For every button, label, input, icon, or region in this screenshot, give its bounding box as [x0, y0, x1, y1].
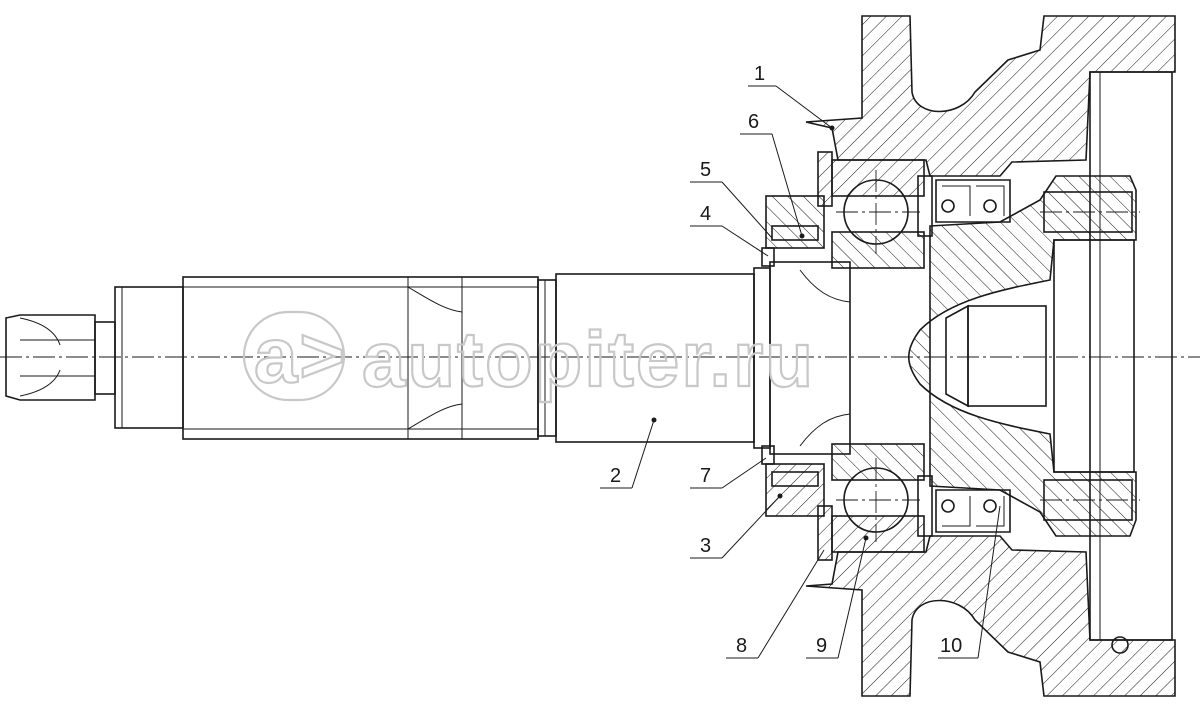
- watermark-text: autopiter.ru: [362, 315, 815, 403]
- bearing-upper: [831, 159, 933, 269]
- callout-3: 3: [700, 535, 711, 557]
- callout-labels: 1 2 3 4 5 6 7 8 9 10: [610, 63, 962, 657]
- watermark: a> autopiter.ru: [242, 310, 815, 404]
- callout-6: 6: [748, 111, 759, 133]
- leader-lines: [600, 85, 1001, 659]
- seals: [935, 179, 1011, 533]
- callout-2: 2: [610, 465, 621, 487]
- watermark-logo: a>: [254, 311, 347, 399]
- housing: [805, 15, 1176, 697]
- callout-8: 8: [736, 635, 747, 657]
- callout-10: 10: [940, 635, 962, 657]
- callout-7: 7: [700, 465, 711, 487]
- callout-4: 4: [700, 203, 711, 225]
- bearing-lower: [831, 443, 933, 553]
- callout-9: 9: [816, 635, 827, 657]
- retaining-nut: [761, 151, 833, 561]
- callout-5: 5: [700, 159, 711, 181]
- callout-1: 1: [754, 63, 765, 85]
- hub-flange: [907, 175, 1140, 537]
